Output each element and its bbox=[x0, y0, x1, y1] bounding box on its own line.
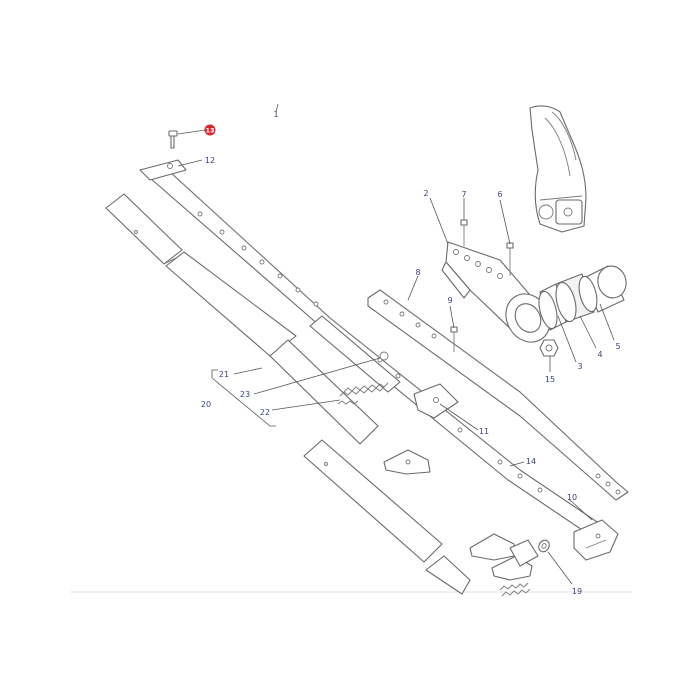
spring-bottom bbox=[499, 582, 531, 597]
leader-13 bbox=[177, 129, 206, 135]
callout-4[interactable]: 4 bbox=[597, 350, 602, 359]
bracket-12 bbox=[139, 159, 187, 181]
guard-plate-upper bbox=[105, 193, 183, 265]
leader-9 bbox=[449, 305, 455, 329]
guard-plate-21 bbox=[165, 251, 297, 357]
lift-shaft-5 bbox=[578, 265, 627, 313]
guard-plate-bottom bbox=[303, 439, 443, 563]
callout-1[interactable]: 1 bbox=[273, 110, 278, 119]
callout-2[interactable]: 2 bbox=[423, 189, 428, 198]
washer-19 bbox=[538, 539, 550, 553]
leader-4 bbox=[579, 315, 597, 349]
callout-15[interactable]: 15 bbox=[545, 375, 555, 384]
callout-12[interactable]: 12 bbox=[205, 156, 215, 165]
leader-2 bbox=[429, 197, 449, 245]
callout-14[interactable]: 14 bbox=[526, 457, 536, 466]
highlight-badge[interactable] bbox=[204, 124, 216, 136]
mounting-plate bbox=[413, 383, 459, 419]
callout-21[interactable]: 21 bbox=[219, 370, 229, 379]
spring-22 bbox=[337, 400, 359, 405]
lift-arm-part bbox=[529, 105, 587, 233]
latch-clip-2 bbox=[469, 533, 539, 581]
latch-clip bbox=[383, 449, 431, 475]
callout-20[interactable]: 20 bbox=[201, 400, 211, 409]
callout-7[interactable]: 7 bbox=[461, 190, 466, 199]
leader-6 bbox=[499, 199, 511, 245]
callout-9[interactable]: 9 bbox=[447, 296, 452, 305]
end-bracket-10 bbox=[573, 519, 619, 561]
leader-8 bbox=[407, 275, 419, 301]
group-bracket-20-top bbox=[211, 369, 218, 378]
group-bracket-20-side bbox=[211, 377, 276, 427]
leader-10 bbox=[569, 499, 593, 521]
callout-11[interactable]: 11 bbox=[479, 427, 489, 436]
leader-5 bbox=[599, 303, 615, 341]
leader-23 bbox=[253, 357, 381, 395]
leader-1 bbox=[275, 103, 279, 113]
callout-22[interactable]: 22 bbox=[260, 408, 270, 417]
leader-11 bbox=[439, 403, 479, 431]
guard-plate-bottom-2 bbox=[425, 555, 471, 595]
highlight-badge-label: 13 bbox=[205, 126, 214, 134]
nut-15 bbox=[539, 339, 559, 357]
leader-21 bbox=[233, 367, 263, 375]
leader-14 bbox=[509, 461, 525, 467]
guard-plate-lower bbox=[269, 339, 379, 445]
lower-link-bar-8 bbox=[367, 289, 629, 501]
callout-10[interactable]: 10 bbox=[567, 493, 577, 502]
callout-8[interactable]: 8 bbox=[415, 268, 420, 277]
callout-3[interactable]: 3 bbox=[577, 362, 582, 371]
spring-23 bbox=[339, 351, 389, 397]
leader-3 bbox=[557, 315, 577, 363]
callout-5[interactable]: 5 bbox=[615, 342, 620, 351]
leader-22 bbox=[271, 399, 341, 411]
guard-plate-right bbox=[309, 315, 401, 393]
callout-23[interactable]: 23 bbox=[240, 390, 250, 399]
leader-12 bbox=[177, 159, 203, 167]
pin-13 bbox=[168, 130, 178, 149]
callout-19[interactable]: 19 bbox=[572, 587, 582, 596]
bolt-7 bbox=[460, 219, 468, 246]
callout-6[interactable]: 6 bbox=[497, 190, 502, 199]
leader-19 bbox=[547, 551, 573, 585]
